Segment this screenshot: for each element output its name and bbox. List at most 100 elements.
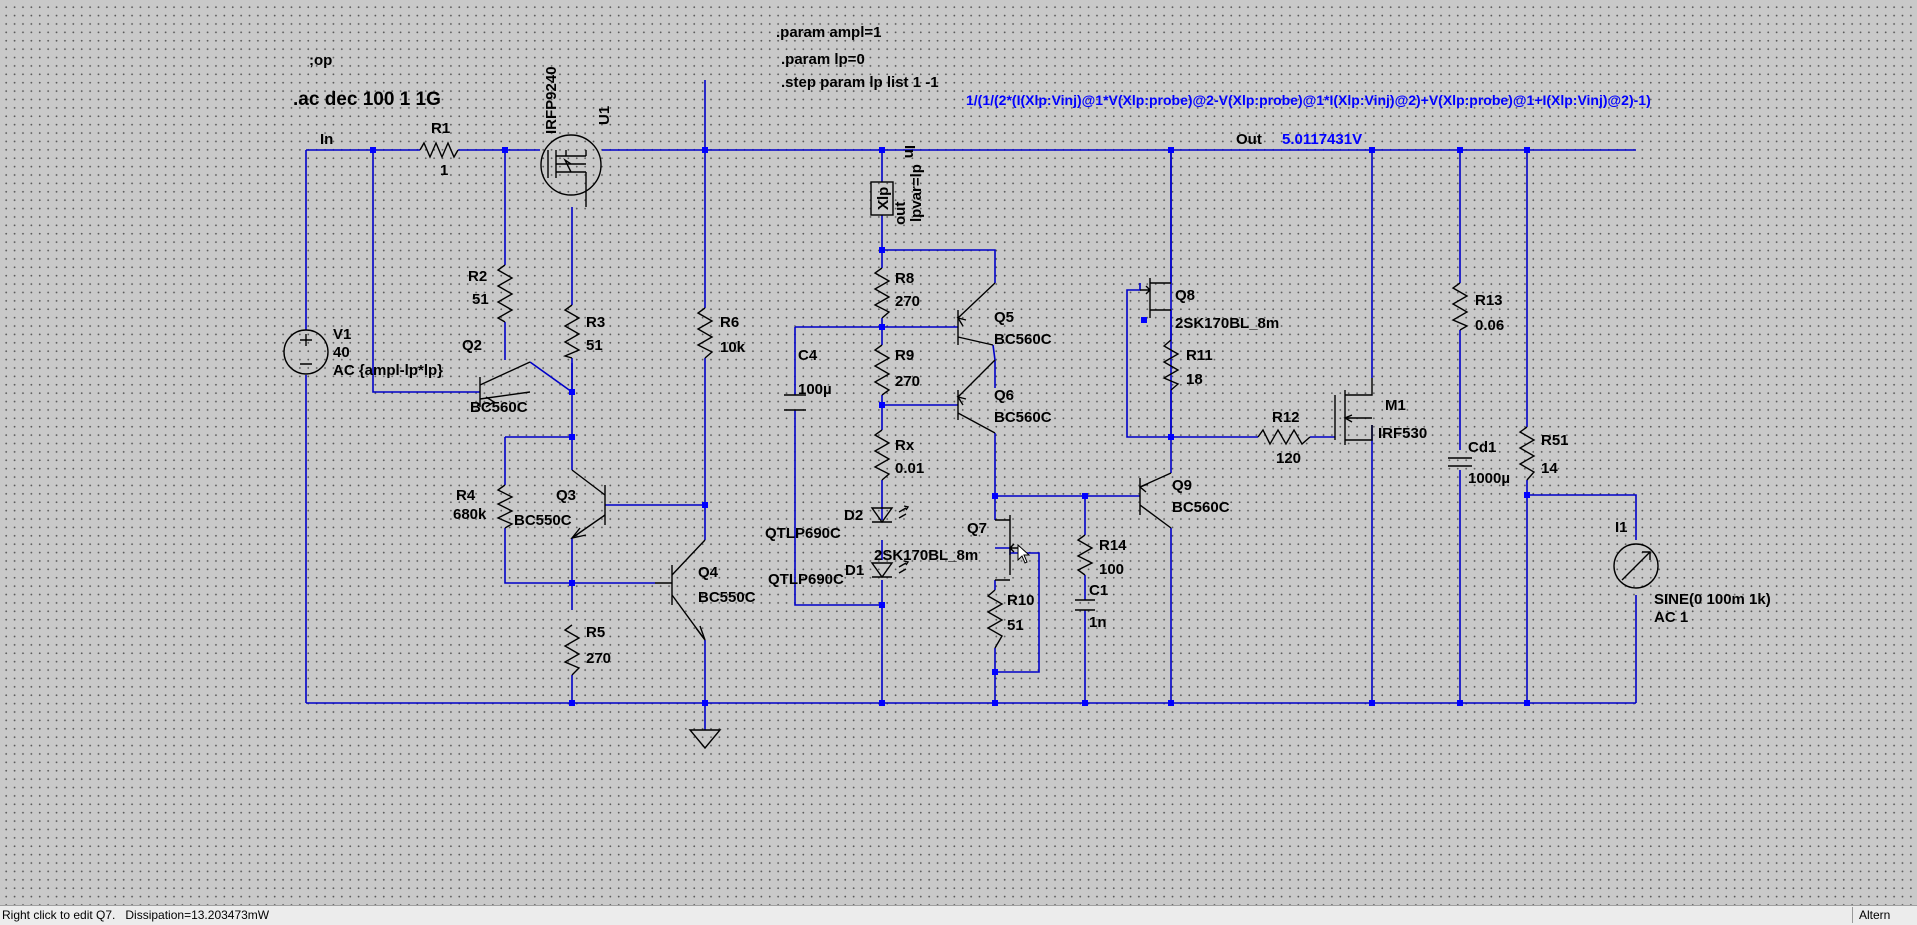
q5-ref[interactable]: Q5 [994,309,1014,326]
m1-mosfet-symbol[interactable] [1334,378,1373,445]
i1-ref[interactable]: I1 [1615,519,1628,536]
r51-ref[interactable]: R51 [1541,432,1569,449]
r8-value[interactable]: 270 [895,293,920,310]
q7-model[interactable]: 2SK170BL_8m [874,547,978,564]
r14-value[interactable]: 100 [1099,561,1124,578]
c4-capacitor-symbol[interactable] [784,394,806,411]
m1-model[interactable]: IRF530 [1378,425,1427,442]
schematic-canvas[interactable]: ;op .ac dec 100 1 1G .param ampl=1 .para… [0,0,1917,905]
r1-resistor-symbol[interactable] [419,141,459,159]
r1-ref[interactable]: R1 [431,120,450,137]
r6-value[interactable]: 10k [720,339,746,356]
r10-value[interactable]: 51 [1007,617,1024,634]
net-label-in[interactable]: In [320,131,333,148]
d2-ref[interactable]: D2 [844,507,863,524]
schematic-drawing[interactable]: ;op .ac dec 100 1 1G .param ampl=1 .para… [0,0,1917,905]
expression-directive[interactable]: 1/(1/(2*(I(Xlp:Vinj)@1*V(Xlp:probe)@2-V(… [966,92,1651,108]
r12-value[interactable]: 120 [1276,450,1301,467]
q2-model[interactable]: BC560C [470,399,528,416]
q2-ref[interactable]: Q2 [462,337,482,354]
u1-ref[interactable]: U1 [596,106,613,125]
rx-resistor-symbol[interactable] [873,429,891,481]
q5-model[interactable]: BC560C [994,331,1052,348]
q7-ref[interactable]: Q7 [967,520,987,537]
r14-resistor-symbol[interactable] [1076,534,1094,576]
r10-resistor-symbol[interactable] [986,589,1004,649]
r9-value[interactable]: 270 [895,373,920,390]
u1-model[interactable]: IRFP9240 [543,66,560,134]
r2-resistor-symbol[interactable] [496,264,514,323]
c1-value[interactable]: 1n [1089,614,1107,631]
q4-transistor-symbol[interactable] [655,539,706,641]
rx-ref[interactable]: Rx [895,437,915,454]
net-label-out[interactable]: Out [1236,131,1262,148]
q2-transistor-symbol[interactable] [479,361,531,408]
q6-ref[interactable]: Q6 [994,387,1014,404]
r13-resistor-symbol[interactable] [1451,282,1469,331]
r3-value[interactable]: 51 [586,337,603,354]
r14-ref[interactable]: R14 [1099,537,1127,554]
r8-resistor-symbol[interactable] [873,267,891,319]
r11-ref[interactable]: R11 [1186,347,1213,364]
r6-resistor-symbol[interactable] [696,307,714,359]
r3-resistor-symbol[interactable] [562,304,581,359]
q6-model[interactable]: BC560C [994,409,1052,426]
r3-ref[interactable]: R3 [586,314,605,331]
i1-value[interactable]: SINE(0 100m 1k) [1654,591,1771,608]
d2-model[interactable]: QTLP690C [765,525,841,542]
q3-transistor-symbol[interactable] [570,469,606,540]
ac-directive[interactable]: .ac dec 100 1 1G [293,89,441,110]
cd1-capacitor-symbol[interactable] [1448,457,1472,467]
cd1-ref[interactable]: Cd1 [1468,439,1496,456]
q8-ref[interactable]: Q8 [1175,287,1195,304]
r51-resistor-symbol[interactable] [1518,426,1536,481]
i1-ac[interactable]: AC 1 [1654,609,1688,626]
r13-value[interactable]: 0.06 [1475,317,1504,334]
r9-ref[interactable]: R9 [895,347,914,364]
r6-ref[interactable]: R6 [720,314,739,331]
q4-ref[interactable]: Q4 [698,564,719,581]
param-lp-directive[interactable]: .param lp=0 [781,51,865,68]
d1-model[interactable]: QTLP690C [768,571,844,588]
q5-transistor-symbol[interactable] [956,282,996,346]
r2-ref[interactable]: R2 [468,268,487,285]
r10-ref[interactable]: R10 [1007,592,1035,609]
v1-source-symbol[interactable] [283,329,329,375]
r5-value[interactable]: 270 [586,650,611,667]
r12-resistor-symbol[interactable] [1257,428,1311,446]
v1-value[interactable]: 40 [333,344,350,361]
r51-value[interactable]: 14 [1541,460,1558,477]
q9-model[interactable]: BC560C [1172,499,1230,516]
rx-value[interactable]: 0.01 [895,460,924,477]
q8-jfet-symbol[interactable] [1140,278,1171,318]
cd1-value[interactable]: 1000µ [1468,470,1510,487]
r5-resistor-symbol[interactable] [563,624,581,676]
r11-resistor-symbol[interactable] [1162,339,1180,391]
r4-value[interactable]: 680k [453,506,487,523]
d1-ref[interactable]: D1 [845,562,864,579]
v1-ref[interactable]: V1 [333,326,351,343]
r4-ref[interactable]: R4 [456,487,476,504]
c4-value[interactable]: 100µ [798,381,832,398]
r1-value[interactable]: 1 [440,162,448,179]
r12-ref[interactable]: R12 [1272,409,1300,426]
r9-resistor-symbol[interactable] [873,344,891,396]
q9-transistor-symbol[interactable] [1138,472,1172,529]
c4-ref[interactable]: C4 [798,347,818,364]
q7-jfet-symbol[interactable] [995,515,1020,581]
i1-source-symbol[interactable] [1613,543,1659,589]
wires[interactable] [305,80,1637,730]
q6-transistor-symbol[interactable] [956,359,996,434]
d1-led-symbol[interactable] [870,560,910,579]
r5-ref[interactable]: R5 [586,624,605,641]
q3-model[interactable]: BC550C [514,512,572,529]
q9-ref[interactable]: Q9 [1172,477,1192,494]
u1-mosfet-symbol[interactable] [540,134,602,207]
xlp-ref-label[interactable]: Xlp [875,187,892,210]
q3-ref[interactable]: Q3 [556,487,576,504]
d2-led-symbol[interactable] [870,505,910,524]
op-directive[interactable]: ;op [309,52,332,69]
r11-value[interactable]: 18 [1186,371,1203,388]
q8-model[interactable]: 2SK170BL_8m [1175,315,1279,332]
r4-resistor-symbol[interactable] [496,484,514,529]
